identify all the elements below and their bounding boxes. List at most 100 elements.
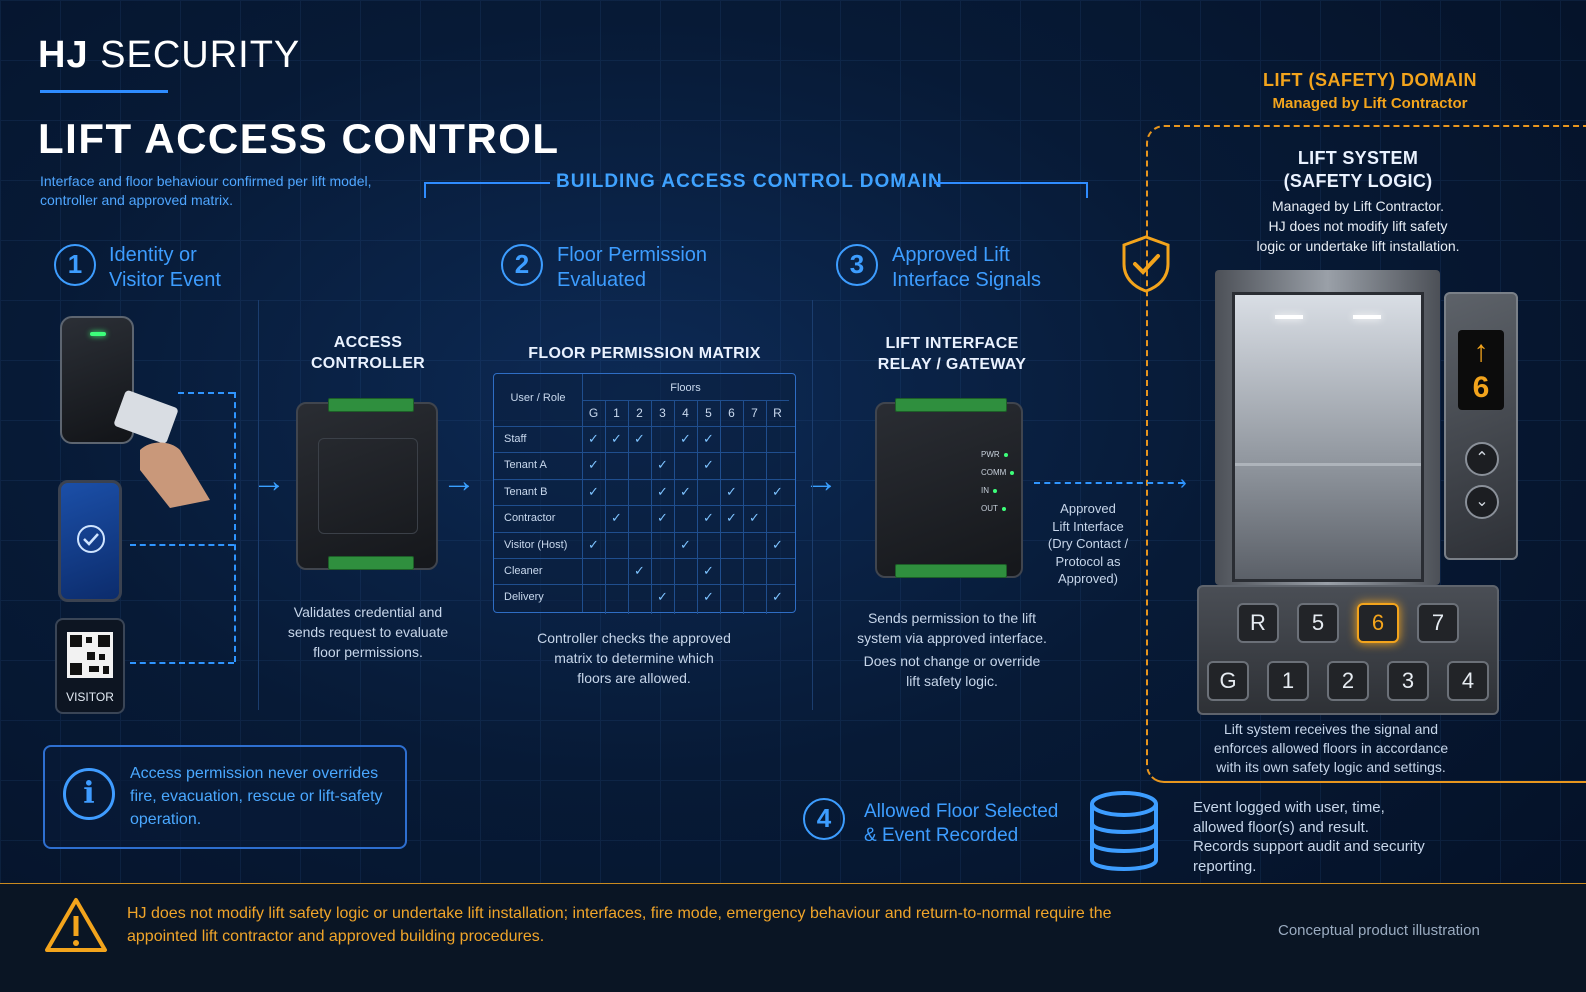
- matrix-col-line: [766, 400, 767, 614]
- floor-button-7[interactable]: 7: [1417, 603, 1459, 643]
- matrix-col-G: G: [588, 406, 599, 420]
- page-title: LIFT ACCESS CONTROL: [38, 115, 560, 162]
- matrix-vline: [582, 374, 583, 612]
- brand-underline: [40, 90, 168, 93]
- safety-info-text: Access permission never overrides fire, …: [130, 765, 383, 828]
- matrix-check-icon: ✓: [726, 510, 737, 526]
- floor-display: ↑ 6: [1458, 330, 1504, 410]
- matrix-check-icon: ✓: [588, 536, 599, 552]
- floor-button-2[interactable]: 2: [1327, 661, 1369, 701]
- brand-logo: HJ SECURITY: [38, 34, 301, 76]
- floor-button-g[interactable]: G: [1207, 661, 1249, 701]
- check-circle-icon: [77, 525, 105, 553]
- matrix-col-7: 7: [751, 406, 758, 420]
- floor-button-5[interactable]: 5: [1297, 603, 1339, 643]
- matrix-check-icon: ✓: [703, 563, 714, 578]
- matrix-col-line: [628, 400, 629, 614]
- matrix-col-line: [743, 400, 744, 614]
- floor-button-1[interactable]: 1: [1267, 661, 1309, 701]
- relay-gateway-device: PWR COMM IN OUT: [875, 398, 1023, 578]
- up-arrow-icon: ↑: [1473, 335, 1489, 368]
- matrix-check-icon: ✓: [657, 457, 668, 473]
- matrix-role-label: Cleaner: [504, 565, 543, 577]
- led-label: PWR: [981, 450, 1000, 459]
- matrix-col-4: 4: [682, 406, 689, 420]
- divider-2: [812, 300, 813, 710]
- matrix-role-label: Tenant B: [504, 485, 548, 498]
- lift-car-interior: [1232, 292, 1424, 582]
- info-icon: i: [63, 768, 115, 820]
- matrix-col-1: 1: [613, 406, 620, 420]
- lift-domain-box: [1146, 125, 1586, 783]
- call-down-button[interactable]: ⌄: [1465, 485, 1499, 519]
- matrix-col-line: [697, 400, 698, 614]
- matrix-check-icon: ✓: [703, 589, 714, 605]
- floor-button-6[interactable]: 6: [1357, 603, 1399, 643]
- lift-system-caption: Managed by Lift Contractor.HJ does not m…: [1256, 198, 1460, 254]
- database-icon: [1090, 791, 1158, 871]
- floor-button-4[interactable]: 4: [1447, 661, 1489, 701]
- led-dot: [1010, 471, 1015, 475]
- lift-domain-header: LIFT (SAFETY) DOMAIN Managed by Lift Con…: [1263, 70, 1477, 112]
- warning-text: HJ does not modify lift safety logic or …: [127, 905, 1112, 945]
- matrix-check-icon: ✓: [657, 483, 668, 499]
- matrix-header-line: [494, 426, 795, 427]
- matrix-col-line: [651, 400, 652, 614]
- led-out: OUT: [981, 504, 1021, 513]
- arrow-to-gateway: →: [804, 462, 838, 500]
- divider-1: [258, 300, 259, 710]
- matrix-role-label: Staff: [504, 433, 527, 445]
- mobile-credential: [58, 480, 122, 602]
- arrow-to-matrix: →: [442, 462, 476, 500]
- matrix-row-line: [494, 505, 795, 507]
- call-up-button[interactable]: ⌃: [1465, 442, 1499, 476]
- matrix-col-5: 5: [705, 406, 712, 420]
- matrix-col-6: 6: [728, 406, 735, 420]
- bacd-bracket-right: [1086, 182, 1088, 198]
- connector-phone: [130, 544, 234, 546]
- connector-bus: [234, 392, 236, 662]
- floor-button-3[interactable]: 3: [1387, 661, 1429, 701]
- shield-check-icon: [1122, 235, 1170, 293]
- floor-button-r[interactable]: R: [1237, 603, 1279, 643]
- led-dot: [1001, 507, 1006, 511]
- matrix-check-icon: ✓: [634, 563, 645, 578]
- matrix-check-icon: ✓: [588, 457, 599, 473]
- matrix-check-icon: ✓: [772, 589, 783, 605]
- led-dot: [993, 489, 997, 493]
- matrix-check-icon: ✓: [611, 431, 622, 446]
- matrix-check-icon: ✓: [703, 457, 714, 473]
- led-label: COMM: [981, 468, 1007, 477]
- led-label: OUT: [981, 504, 998, 513]
- step-1-number: 1: [54, 244, 96, 286]
- qr-code-icon: [67, 632, 113, 678]
- matrix-check-icon: ✓: [657, 510, 668, 526]
- matrix-row-line: [494, 478, 795, 480]
- matrix-col-line: [674, 400, 675, 614]
- matrix-check-icon: ✓: [588, 483, 599, 499]
- matrix-check-icon: ✓: [726, 483, 737, 499]
- step-2-number: 2: [501, 244, 543, 286]
- arrow-to-controller: →: [252, 462, 286, 500]
- matrix-row-line: [494, 558, 795, 559]
- matrix-check-icon: ✓: [772, 536, 783, 552]
- led-label: IN: [981, 486, 989, 495]
- connector-reader: [178, 392, 234, 394]
- matrix-row-line: [494, 531, 795, 533]
- matrix-check-icon: ✓: [657, 589, 668, 605]
- matrix-role-label: Tenant A: [504, 459, 547, 472]
- hand-card-icon: [114, 390, 210, 508]
- step-3-number: 3: [836, 244, 878, 286]
- building-domain-label: BUILDING ACCESS CONTROL DOMAIN: [556, 171, 943, 192]
- led-pwr: PWR: [981, 450, 1021, 459]
- matrix-subhead-line: [582, 400, 789, 401]
